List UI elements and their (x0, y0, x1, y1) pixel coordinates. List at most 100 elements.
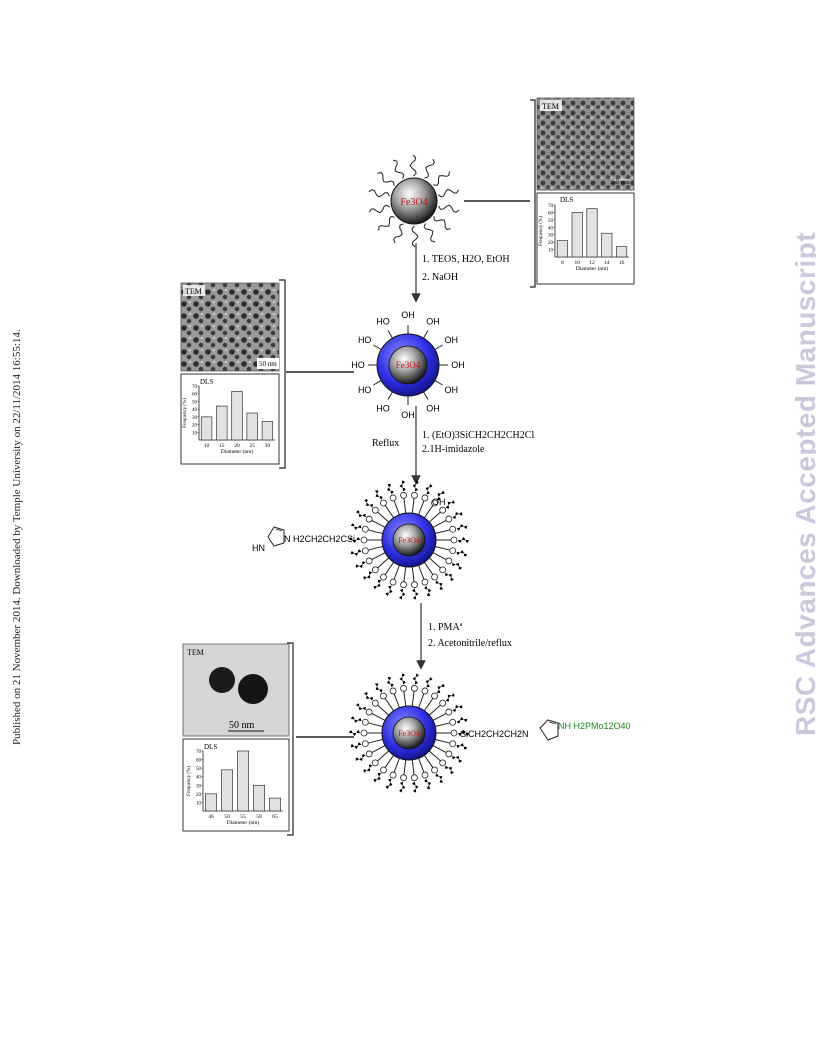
hydroxyl-label: OH (426, 403, 440, 413)
dls-frame-3 (182, 738, 290, 832)
y-tick-label: 20 (192, 424, 198, 429)
dls-bar (231, 391, 243, 441)
alkyl-chain (349, 537, 360, 543)
x-tick-label: 10 (574, 260, 580, 266)
siloxane-oxygen (365, 750, 373, 758)
step3-line2: 2. Acetonitrile/reflux (428, 638, 512, 649)
alkyl-chain (411, 225, 419, 248)
dls-title-1: DLS (560, 196, 573, 204)
alkyl-chain (399, 480, 406, 492)
alkyl-chain (452, 512, 463, 519)
dls-bar (556, 240, 568, 258)
siloxane-oxygen (421, 578, 429, 586)
step3-line1: 1. PMAa (428, 622, 463, 633)
y-tick-label: 40 (196, 776, 202, 781)
x-tick-label: 25 (249, 443, 255, 449)
x-tick-label: 16 (619, 260, 625, 266)
y-axis-label: Frequency (%) (183, 398, 188, 428)
alkyl-chain (412, 781, 419, 793)
alkyl-chain (412, 673, 419, 685)
dls-bar (261, 421, 274, 441)
alkyl-chain (377, 172, 395, 186)
siloxane-oxygen (371, 566, 379, 574)
siloxane-oxygen (371, 699, 379, 707)
y-tick-label: 50 (196, 767, 202, 772)
siloxane-oxygen (365, 515, 373, 523)
alkyl-chain (385, 778, 393, 790)
hydroxyl-label: HO (376, 403, 390, 413)
y-tick-label: 20 (548, 241, 554, 246)
hydroxyl-label: HO (358, 385, 372, 395)
hydroxyl-label: HO (351, 360, 365, 370)
siloxane-oxygen (361, 740, 369, 748)
hydroxyl-label: OH (401, 410, 415, 420)
fe3o4-core-3 (392, 523, 426, 557)
alkyl-chain (374, 683, 383, 693)
y-axis-label: Frequency (%) (187, 766, 192, 796)
alkyl-chain (386, 483, 394, 495)
oleic-ligands (368, 154, 460, 248)
hydroxyl-label: OH (445, 385, 459, 395)
alkyl-chain (444, 572, 454, 581)
core-label-4: Fe3O4 (398, 729, 420, 738)
x-tick-label: 58 (256, 814, 262, 820)
siloxane-oxygen (389, 494, 397, 502)
siloxane-oxygen (411, 684, 418, 692)
dls-frame-2 (180, 373, 280, 465)
alkyl-chain (456, 743, 468, 750)
x-axis-label: Diameter (nm) (221, 448, 254, 455)
alkyl-chain (399, 673, 406, 685)
siloxane-oxygen (445, 750, 453, 758)
alkyl-chain (392, 159, 405, 179)
alkyl-chain (425, 676, 433, 688)
alkyl-chain (438, 204, 460, 213)
siloxane-oxygen (431, 573, 438, 581)
y-tick-label: 60 (548, 211, 554, 216)
y-axis-label: Frequency (%) (539, 216, 544, 246)
siloxane-oxygen (360, 536, 368, 544)
alkyl-chain (452, 755, 463, 763)
siloxane-oxygen (439, 506, 447, 514)
dls-bar (200, 416, 213, 441)
siloxane-oxygen (449, 547, 457, 555)
fe3o4-core-2 (388, 345, 428, 385)
imidazole-linker-right: SiCH2CH2CH2N NH H2PMo12O40 (460, 719, 631, 741)
y-tick-label: 70 (196, 750, 202, 755)
siloxane-oxygen (445, 708, 453, 716)
siloxane-oxygen (445, 557, 453, 565)
siloxane-oxygen (431, 692, 438, 700)
x-tick-label: 50 (224, 814, 230, 820)
dls-title-2: DLS (200, 378, 213, 386)
dls-bar (205, 793, 217, 812)
siloxane-oxygen (411, 774, 418, 782)
alkyl-chain (444, 765, 454, 774)
step1-line1: 1. TEOS, H2O, EtOH (422, 254, 510, 265)
alkyl-chain (355, 703, 366, 711)
fe3o4-core-4 (392, 716, 426, 750)
alkyl-chain (385, 585, 393, 597)
dls-bar (216, 405, 228, 441)
hydroxyl-label: HO (376, 317, 390, 327)
alkyl-chain (355, 561, 366, 568)
dls-bar (246, 412, 258, 441)
alkyl-chain (436, 490, 445, 501)
siloxane-oxygen (389, 687, 397, 695)
siloxane-oxygen (361, 525, 369, 533)
siloxane-oxygen (449, 740, 457, 748)
siloxane-oxygen (411, 581, 418, 589)
acid-text: NH H2PMo12O40 (558, 721, 631, 731)
dls-bar (601, 232, 613, 258)
siloxane-oxygen (411, 491, 418, 499)
siloxane-oxygen (421, 494, 429, 502)
imidazole-linker-left: HN N H2CH2CH2CSi (252, 526, 355, 553)
y-tick-label: 20 (196, 793, 202, 798)
y-tick-label: 10 (192, 431, 198, 436)
dls-frame-1 (536, 192, 635, 285)
alkyl-chain (412, 588, 419, 600)
y-tick-label: 50 (548, 219, 554, 224)
